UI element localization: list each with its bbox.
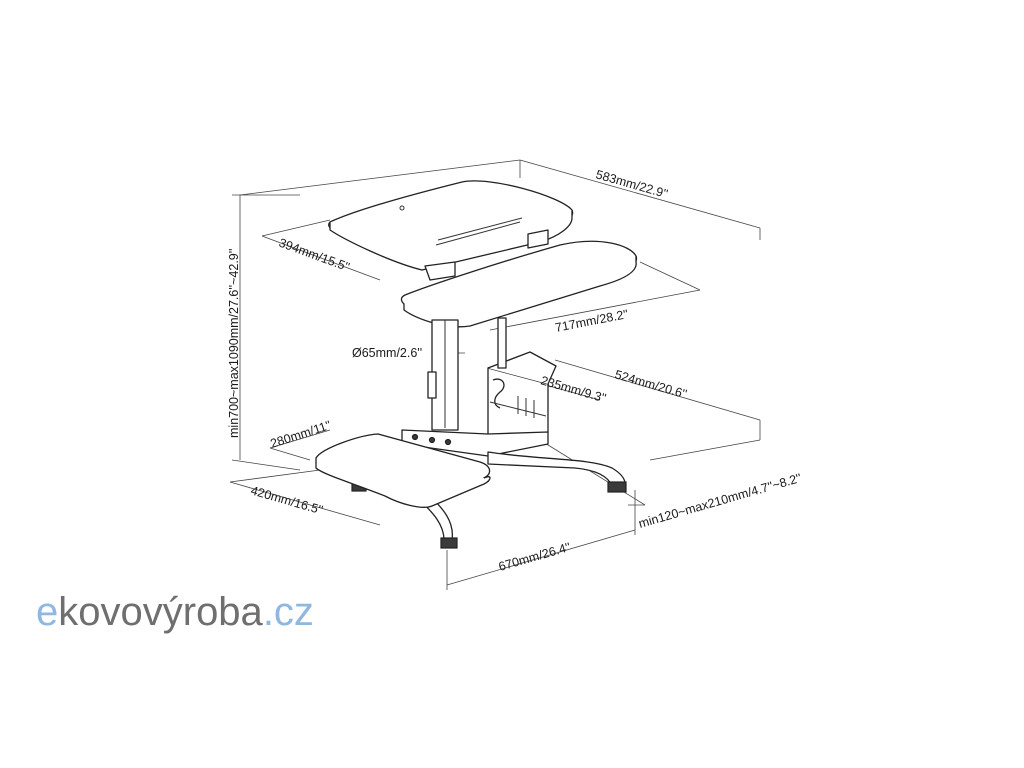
ekovovyroba-logo: ekovovýroba.cz: [36, 590, 314, 634]
logo-word: kovovýroba: [58, 590, 263, 634]
dim-footrest-depth: 280mm/11'': [269, 418, 333, 451]
desk-structure: [315, 180, 638, 549]
dim-cpu-depth: 524mm/20.6'': [613, 367, 688, 401]
dim-height-range: min700~max1090mm/27.6''~42.9'': [227, 248, 241, 438]
svg-text:ekovovýroba.cz: ekovovýroba.cz: [36, 590, 314, 634]
dim-base-width: 670mm/26.4'': [497, 540, 572, 574]
logo-domain: .cz: [263, 590, 314, 634]
base-leg-right: [487, 451, 626, 487]
logo-first-letter: e: [36, 590, 58, 634]
dim-column-diameter: Ø65mm/2.6'': [352, 346, 422, 360]
dim-top-depth: 394mm/15.5'': [277, 236, 352, 275]
dim-keyboard-width: 717mm/28.2'': [554, 307, 630, 335]
dim-cpu-width: 235mm/9.3'': [539, 373, 608, 405]
dim-cpu-range: min120~max210mm/4.7''~8.2'': [637, 471, 803, 531]
dim-footrest-width: 420mm/16.5'': [249, 483, 324, 517]
